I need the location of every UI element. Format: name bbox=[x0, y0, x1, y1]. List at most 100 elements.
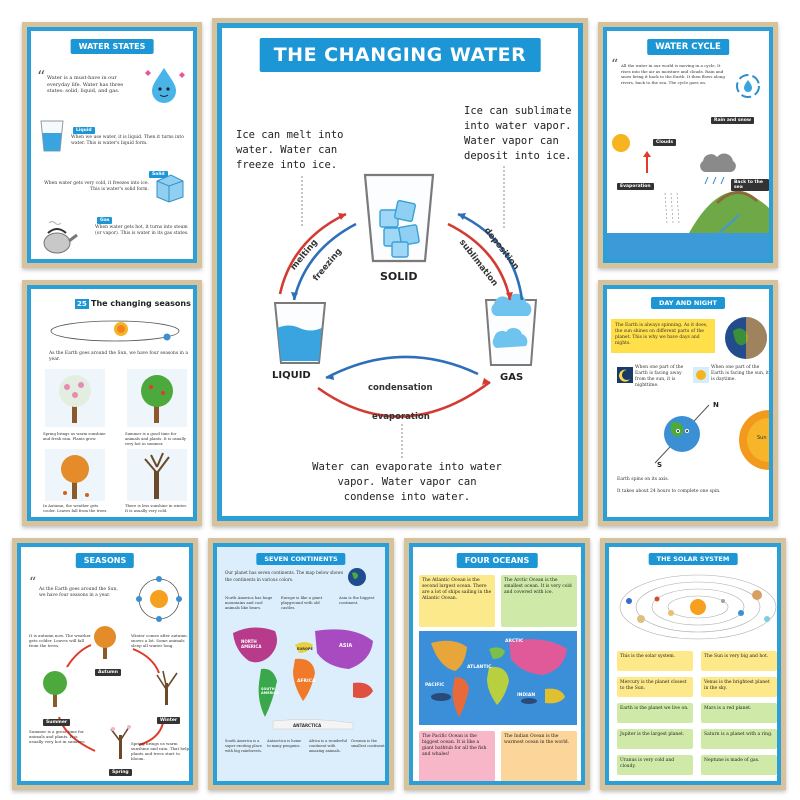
map-pacific: PACIFIC bbox=[425, 683, 445, 688]
south-america-text: South America is a super exciting place … bbox=[225, 739, 262, 753]
sun-orbit-icon bbox=[136, 576, 182, 622]
poster-seasons: SEASONS “ As the Earth goes around the S… bbox=[12, 538, 198, 790]
facts-right-list: The Sun is very big and hot. Venus is th… bbox=[701, 651, 777, 781]
atlantic-box: The Atlantic Ocean is the second largest… bbox=[419, 575, 495, 627]
map-indian: INDIAN bbox=[517, 693, 536, 698]
seasons-cycle-diagram bbox=[43, 626, 178, 759]
map-south-america: SOUTH AMERICA bbox=[261, 687, 279, 695]
liquid-label: Liquid bbox=[73, 127, 95, 134]
fact-item: Mercury is the planet closest to the Sun… bbox=[617, 677, 693, 697]
solid-glass-icon bbox=[363, 173, 435, 263]
south-label: S bbox=[657, 461, 663, 469]
autumn-text: In Autumn, the weather gets cooler. Leav… bbox=[43, 503, 108, 513]
liquid-glass-icon bbox=[273, 302, 327, 364]
pacific-box: The Pacific Ocean is the biggest ocean. … bbox=[419, 731, 495, 781]
melt-freeze-text: Ice can melt into water. Water can freez… bbox=[236, 129, 344, 171]
sun-label: Sun bbox=[757, 435, 767, 441]
back-to-sea-label: Back to the sea bbox=[731, 179, 769, 191]
quote-icon: “ bbox=[29, 575, 37, 591]
sun-icon bbox=[739, 410, 769, 470]
poster-changing-water: THE CHANGING WATER Ice can melt into wat… bbox=[212, 18, 588, 526]
solid-text: When water gets very cold, it freezes in… bbox=[44, 181, 149, 192]
summer-text: Summer is a great time for animals and p… bbox=[29, 729, 86, 744]
asia-text: Asia is the biggest continent. bbox=[339, 595, 375, 605]
intro-text: As the Earth goes around the Sun, we hav… bbox=[49, 351, 189, 362]
africa-text: Africa is a wonderful continent with ama… bbox=[309, 739, 347, 753]
glass-icon bbox=[40, 120, 64, 152]
gas-text: When water gets hot, it turns into steam… bbox=[95, 225, 189, 236]
sublimate-deposit-text: Ice can sublimate into water vapor. Wate… bbox=[464, 105, 572, 162]
poster-title: THE SOLAR SYSTEM bbox=[648, 553, 738, 565]
summer-tree-icon bbox=[127, 369, 187, 427]
earth-axis-diagram bbox=[654, 404, 710, 464]
night-text: When one part of the Earth is facing awa… bbox=[635, 365, 684, 388]
fact-item: Venus is the brightest planet in the sky… bbox=[701, 677, 777, 697]
north-america-text: North America has huge mountains and coo… bbox=[225, 595, 273, 610]
oceania-text: Oceania is the smallest continent. bbox=[351, 739, 386, 748]
winter-text: Winter comes after autumn. It snows a lo… bbox=[131, 633, 193, 648]
liquid-text: When we use water, it is liquid. Then it… bbox=[71, 135, 184, 146]
map-europe: EUROPE bbox=[297, 647, 313, 651]
intro-box bbox=[611, 319, 715, 353]
winter-tree-icon bbox=[127, 449, 187, 501]
fact-item: Uranus is very cold and cloudy. bbox=[617, 755, 693, 775]
solid-label: SOLID bbox=[380, 270, 418, 283]
map-north-america: NORTH AMERICA bbox=[241, 639, 262, 649]
map-atlantic: ATLANTIC bbox=[467, 665, 492, 670]
globe-icon bbox=[348, 568, 366, 586]
solar-system-diagram bbox=[619, 574, 777, 640]
intro-text: Water is a must-have in our everyday lif… bbox=[47, 75, 124, 94]
poster-changing-seasons: 25 The changing seasons As the Earth goe… bbox=[22, 280, 202, 526]
fact-item: Earth is the planet we live on. bbox=[617, 703, 693, 723]
fact-item: Jupiter is the largest planet. bbox=[617, 729, 693, 749]
poster-title: SEASONS bbox=[75, 553, 135, 568]
water-cycle-scene bbox=[607, 134, 769, 259]
spring-text: Spring brings us warm sunshine and fresh… bbox=[43, 431, 106, 441]
poster-title: WATER STATES bbox=[70, 39, 154, 54]
earth-globe-icon bbox=[725, 317, 767, 359]
poster-day-night: DAY AND NIGHT The Earth is always spinni… bbox=[598, 280, 778, 526]
kettle-icon bbox=[43, 220, 78, 254]
antarctica-text: Antarctica is home to many penguins. bbox=[267, 739, 302, 748]
rain-snow-label: Rain and snow bbox=[711, 117, 754, 124]
solid-label: Solid bbox=[149, 171, 168, 178]
fact-item: The Sun is very big and hot. bbox=[701, 651, 777, 671]
liquid-label: LIQUID bbox=[272, 370, 311, 381]
north-label: N bbox=[713, 401, 719, 409]
autumn-tree-icon bbox=[45, 449, 105, 501]
summer-label: Summer bbox=[43, 719, 71, 726]
ice-cube-icon bbox=[156, 174, 184, 203]
orbit-diagram bbox=[50, 320, 180, 342]
europe-text: Europe is like a giant playground with o… bbox=[281, 595, 323, 610]
winter-text: There is less sunshine in winter. It is … bbox=[125, 503, 187, 513]
autumn-text: It is autumn now. The weather gets colde… bbox=[29, 633, 91, 648]
poster-title: FOUR OCEANS bbox=[456, 553, 538, 568]
quote-icon: “ bbox=[37, 67, 46, 86]
poster-title: THE CHANGING WATER bbox=[259, 38, 541, 72]
evaporation-label: evaporation bbox=[372, 412, 430, 422]
hours-text: It takes about 24 hours to complete one … bbox=[617, 489, 721, 494]
autumn-label: Autumn bbox=[95, 669, 121, 676]
map-antarctica: ANTARCTICA bbox=[293, 723, 322, 728]
summer-text: Summer is a good time for animals and pl… bbox=[125, 431, 187, 446]
intro-text: As the Earth goes around the Sun, we hav… bbox=[39, 587, 118, 598]
spring-text: Spring brings us warm sunshine and rain.… bbox=[131, 741, 192, 761]
intro-text: The Earth is always spinning. As it does… bbox=[615, 323, 708, 346]
evaporate-condense-text: Water can evaporate into water vapor. Wa… bbox=[312, 461, 502, 503]
fact-item: Saturn is a planet with a ring. bbox=[701, 729, 777, 749]
fact-item: Neptune is made of gas. bbox=[701, 755, 777, 775]
cycle-icon bbox=[736, 74, 760, 98]
intro-text: All the water in our world is moving in … bbox=[621, 63, 725, 85]
poster-title: WATER CYCLE bbox=[647, 39, 729, 55]
water-drop-icon bbox=[145, 68, 185, 103]
evaporation-label: Evaporation bbox=[617, 183, 654, 190]
fact-item: This is the solar system. bbox=[617, 651, 693, 671]
poster-water-states: WATER STATES “ Water is a must-have in o… bbox=[22, 22, 202, 268]
poster-title: The changing seasons bbox=[91, 299, 191, 308]
condensation-label: condensation bbox=[368, 383, 433, 393]
phase-arrows bbox=[278, 166, 524, 460]
quote-icon: “ bbox=[611, 57, 619, 73]
world-map bbox=[233, 627, 373, 730]
winter-label: Winter bbox=[157, 717, 181, 724]
spring-label: Spring bbox=[109, 769, 132, 776]
